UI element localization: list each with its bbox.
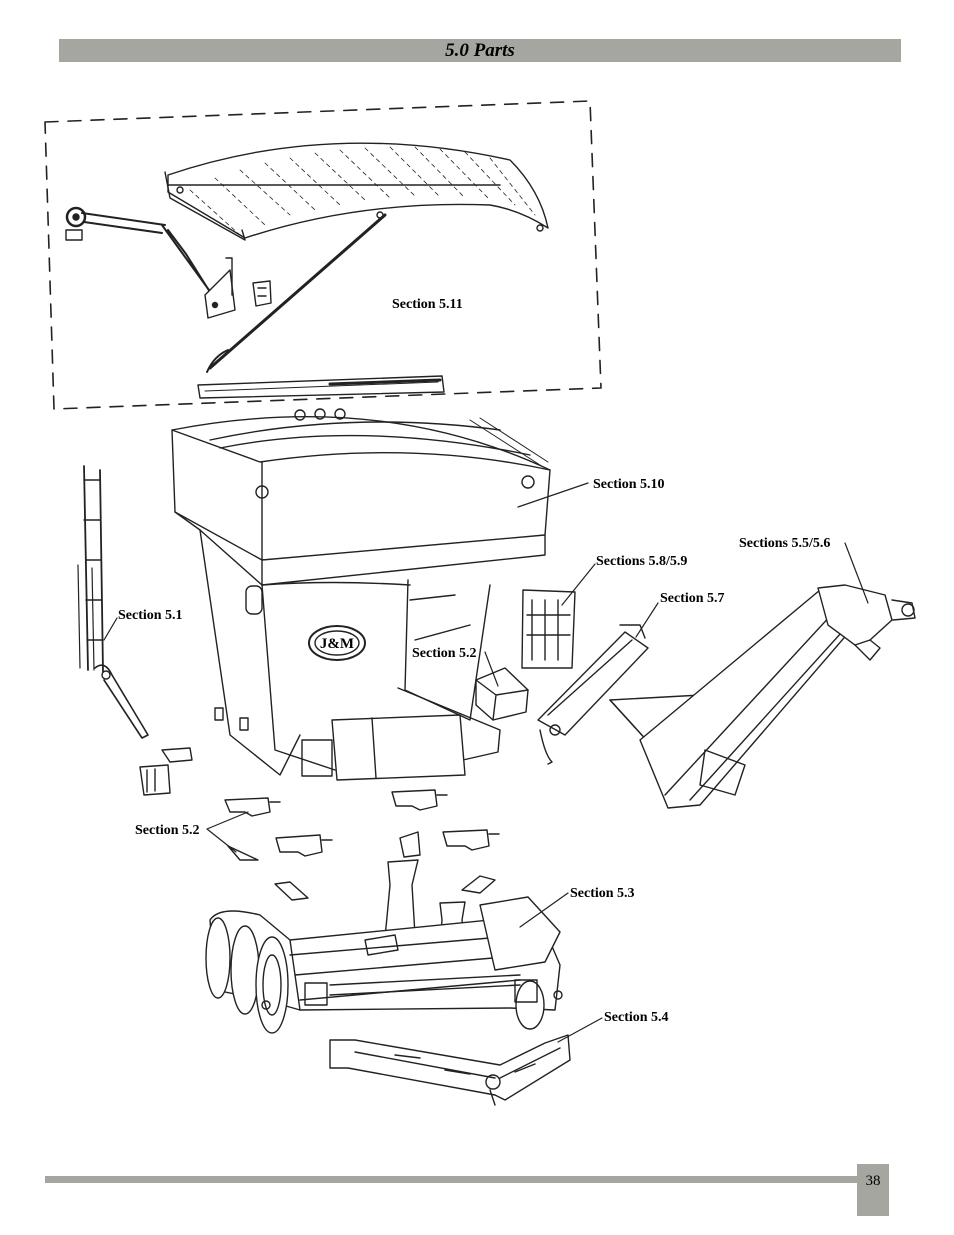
callout-section-5.10: Section 5.10 xyxy=(593,477,665,492)
callout-leader-5.5-5.6 xyxy=(844,542,869,604)
page-number-box: 38 xyxy=(857,1164,889,1216)
callout-leader-5.1 xyxy=(103,617,118,641)
callout-leader-5.4 xyxy=(557,1017,603,1043)
scale-load-cells xyxy=(224,789,500,901)
tarp-bracket xyxy=(252,280,272,307)
tarp-rod xyxy=(206,213,387,373)
callout-section-5.2-upper: Section 5.2 xyxy=(412,646,477,661)
tarp-system-boundary xyxy=(44,100,602,410)
footer-bar xyxy=(45,1176,857,1183)
hitch-tongue xyxy=(329,1034,571,1106)
callout-leader-5.2-lower xyxy=(206,811,249,853)
lid-box xyxy=(475,667,529,721)
callout-leader-5.3 xyxy=(519,892,569,928)
ladder xyxy=(77,465,149,739)
callout-leader-5.2-upper xyxy=(484,651,499,687)
brand-logo: J&M xyxy=(320,636,354,652)
roll-tarp-assembly xyxy=(164,142,549,241)
hydraulic-panel xyxy=(521,589,576,669)
callout-section-5.4: Section 5.4 xyxy=(604,1010,669,1025)
callout-section-5.1: Section 5.1 xyxy=(118,608,183,623)
unload-auger xyxy=(609,584,916,809)
tarp-crank-arm xyxy=(65,206,236,319)
callout-leader-5.8-5.9 xyxy=(561,563,596,606)
callout-section-5.2-lower: Section 5.2 xyxy=(135,823,200,838)
tarp-rail xyxy=(197,375,445,399)
hopper-body xyxy=(171,408,551,781)
section-title: 5.0 Parts xyxy=(445,40,515,61)
frame-axle xyxy=(205,859,563,1034)
ladder-brackets xyxy=(139,747,193,796)
section-header-bar: 5.0 Parts xyxy=(59,39,901,62)
callout-section-5.3: Section 5.3 xyxy=(570,886,635,901)
page-number: 38 xyxy=(865,1173,881,1189)
callout-leader-5.10 xyxy=(517,482,589,508)
callout-section-5.7: Section 5.7 xyxy=(660,591,725,606)
callout-sections-5.5-5.6: Sections 5.5/5.6 xyxy=(739,536,830,551)
callout-leader-5.7 xyxy=(635,602,659,638)
callout-sections-5.8-5.9: Sections 5.8/5.9 xyxy=(596,554,687,569)
auger-drive xyxy=(537,624,649,765)
callout-section-5.11: Section 5.11 xyxy=(392,297,463,312)
